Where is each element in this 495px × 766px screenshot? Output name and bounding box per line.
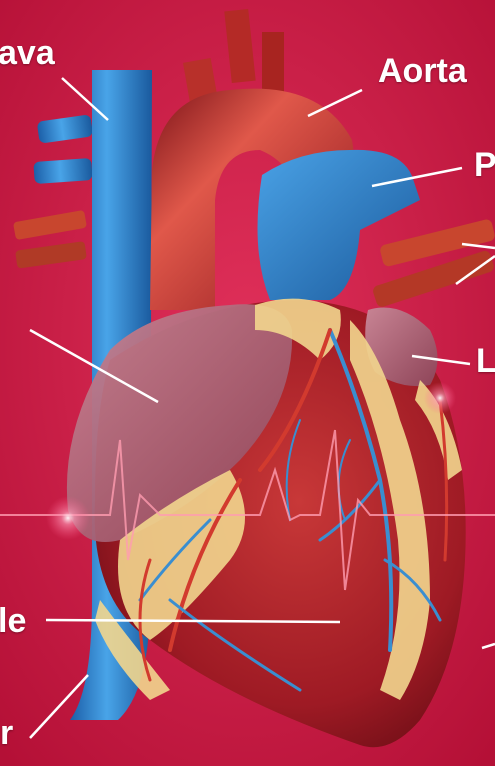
label-aorta: Aorta <box>378 54 467 88</box>
label-pulmonary: P <box>474 148 495 182</box>
label-ventricle: le <box>0 604 26 638</box>
label-left: L <box>476 344 495 378</box>
ecg-glow-right <box>424 382 456 414</box>
label-cava: ava <box>0 36 55 70</box>
ecg-glow <box>46 496 90 540</box>
label-bottom-left: r <box>0 716 13 750</box>
